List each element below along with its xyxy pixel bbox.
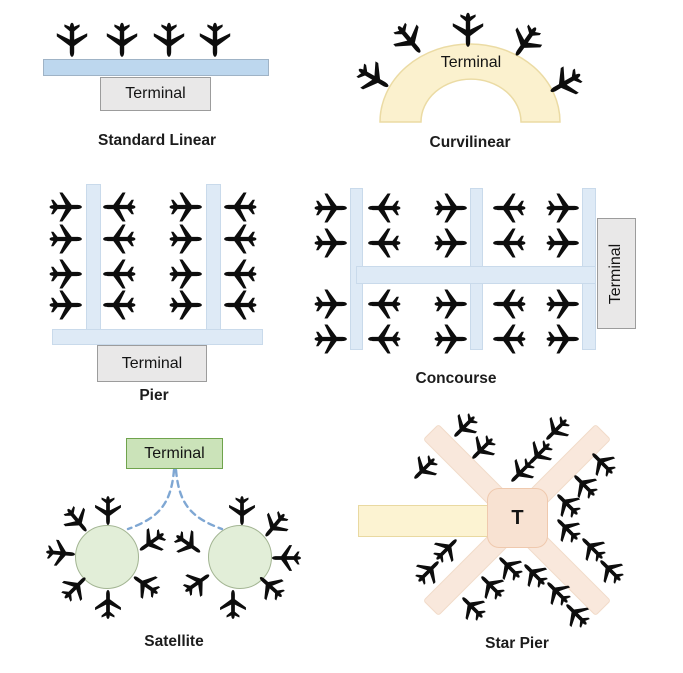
pier-terminal-box: Terminal bbox=[97, 345, 207, 382]
terminal-box-text: Terminal bbox=[607, 243, 625, 304]
airplane-icon bbox=[314, 193, 347, 223]
airplane-icon bbox=[543, 61, 588, 105]
star-pier-label: Star Pier bbox=[485, 635, 549, 652]
airplane-icon bbox=[153, 22, 185, 57]
satellite-circle-left bbox=[75, 525, 139, 589]
concourse-connector-bar bbox=[356, 266, 596, 284]
curvilinear-label: Curvilinear bbox=[429, 134, 511, 151]
standard-linear-label: Standard Linear bbox=[98, 132, 216, 149]
airplane-icon bbox=[106, 22, 138, 57]
airplane-icon bbox=[224, 290, 257, 320]
airplane-icon bbox=[452, 12, 484, 47]
airplane-icon bbox=[434, 193, 467, 223]
terminal-box-text: T bbox=[511, 506, 524, 529]
curvilinear-terminal-text: Terminal bbox=[440, 54, 502, 71]
pier-main-bar bbox=[52, 329, 263, 345]
airplane-icon bbox=[314, 324, 347, 354]
airplane-icon bbox=[169, 525, 208, 563]
airplane-icon bbox=[546, 193, 579, 223]
star-pier-terminal-box: T bbox=[487, 488, 548, 548]
satellite-label: Satellite bbox=[144, 633, 204, 650]
pier-label: Pier bbox=[139, 387, 169, 404]
satellite-terminal-box: Terminal bbox=[126, 438, 223, 469]
airplane-icon bbox=[95, 590, 121, 619]
airplane-icon bbox=[169, 224, 202, 254]
concourse-label: Concourse bbox=[415, 370, 497, 387]
airplane-icon bbox=[224, 224, 257, 254]
airplane-icon bbox=[169, 290, 202, 320]
pier-finger-right bbox=[206, 184, 221, 332]
airplane-icon bbox=[546, 228, 579, 258]
airplane-icon bbox=[229, 496, 255, 525]
airplane-icon bbox=[368, 228, 401, 258]
standard-linear-terminal-box: Terminal bbox=[100, 77, 211, 111]
airplane-icon bbox=[434, 324, 467, 354]
airplane-icon bbox=[546, 324, 579, 354]
airplane-icon bbox=[56, 22, 88, 57]
airplane-icon bbox=[368, 193, 401, 223]
airplane-icon bbox=[434, 228, 467, 258]
airplane-icon bbox=[314, 228, 347, 258]
terminal-box-text: Terminal bbox=[125, 85, 186, 102]
airplane-icon bbox=[546, 289, 579, 319]
terminal-box-text: Terminal bbox=[144, 444, 205, 462]
standard-linear-apron-bar bbox=[43, 59, 269, 76]
airplane-icon bbox=[493, 193, 526, 223]
airplane-icon bbox=[493, 324, 526, 354]
airplane-icon bbox=[199, 22, 231, 57]
airplane-icon bbox=[493, 289, 526, 319]
concourse-terminal-box: Terminal bbox=[597, 218, 636, 329]
airplane-icon bbox=[434, 289, 467, 319]
airplane-icon bbox=[493, 228, 526, 258]
airplane-icon bbox=[49, 290, 82, 320]
airplane-icon bbox=[368, 289, 401, 319]
pier-finger-left bbox=[86, 184, 101, 332]
airplane-icon bbox=[220, 590, 246, 619]
airplane-icon bbox=[103, 224, 136, 254]
airplane-icon bbox=[49, 224, 82, 254]
airplane-icon bbox=[103, 290, 136, 320]
airplane-icon bbox=[368, 324, 401, 354]
terminal-box-text: Terminal bbox=[121, 354, 183, 372]
star-pier-arm-west bbox=[358, 505, 488, 537]
airplane-icon bbox=[314, 289, 347, 319]
airplane-icon bbox=[351, 56, 396, 100]
